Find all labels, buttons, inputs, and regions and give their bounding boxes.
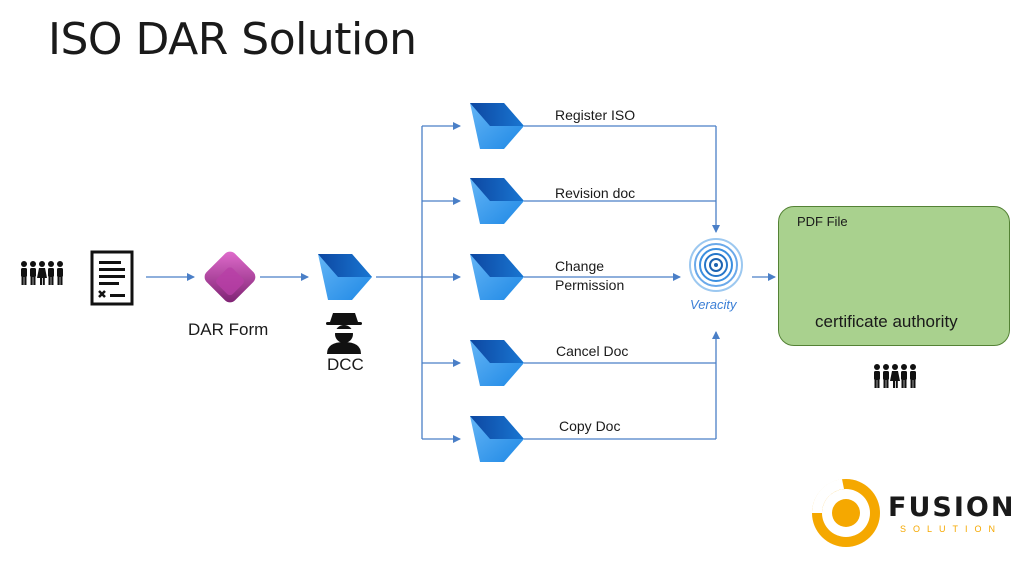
flow-label-cancel-doc: Cancel Doc [556, 343, 629, 359]
flow-icon-register [470, 103, 524, 149]
certificate-authority-label: certificate authority [815, 312, 958, 331]
flow-icon-copy [470, 416, 524, 462]
form-document-icon [90, 250, 134, 306]
flow-icon-cancel [470, 340, 524, 386]
flow-icon-revision [470, 178, 524, 224]
flow-label-register-iso: Register ISO [555, 107, 636, 123]
pdf-file-label: PDF File [797, 214, 848, 229]
flow-label-copy-doc: Copy Doc [559, 418, 621, 434]
logo-subtitle: SOLUTION [900, 524, 1003, 534]
people-group-icon [874, 364, 916, 388]
people-group-icon [21, 261, 63, 285]
dar-form-label: DAR Form [188, 320, 269, 339]
logo-name: FUSION [888, 492, 1016, 523]
flow-label-change-permission: Change Permission [555, 258, 625, 293]
page-title: ISO DAR Solution [48, 14, 417, 65]
veracity-label: Veracity [690, 297, 737, 312]
flow-icon-permission [470, 254, 524, 300]
power-apps-icon [204, 251, 256, 303]
veracity-fingerprint-icon [689, 238, 743, 292]
dcc-label: DCC [327, 355, 364, 374]
fusion-logo-icon [811, 479, 880, 547]
power-automate-icon [318, 254, 372, 300]
flow-label-revision-doc: Revision doc [555, 185, 636, 201]
spy-agent-icon [326, 313, 362, 354]
certificate-authority-box [778, 206, 1010, 346]
